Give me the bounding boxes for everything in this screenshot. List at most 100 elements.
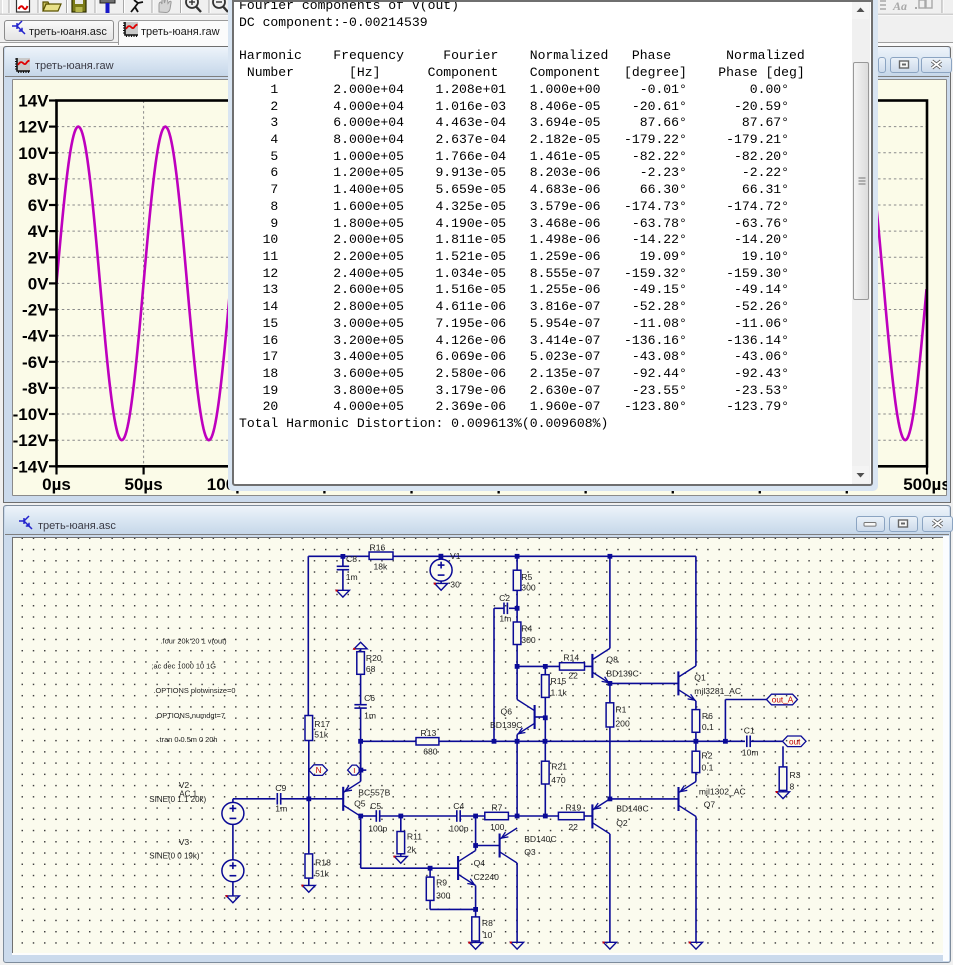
svg-text:200: 200 — [615, 719, 630, 729]
svg-text:-10V: -10V — [12, 405, 49, 424]
svg-text:BD139C: BD139C — [490, 720, 522, 730]
svg-text:-8V: -8V — [22, 378, 49, 397]
svg-text:.OPTIONS plotwinsize=0: .OPTIONS plotwinsize=0 — [153, 686, 235, 695]
svg-text:C6: C6 — [364, 693, 375, 703]
svg-text:8V: 8V — [27, 169, 48, 188]
svg-text:-4V: -4V — [22, 326, 49, 345]
svg-text:out_A: out_A — [771, 696, 793, 705]
svg-text:300: 300 — [521, 635, 536, 645]
svg-text:SINE(0 1.1 20k): SINE(0 1.1 20k) — [149, 795, 206, 804]
svg-text:.four 20k 20 1 v(out): .four 20k 20 1 v(out) — [160, 637, 226, 646]
svg-text:0.1: 0.1 — [701, 722, 713, 732]
svg-text:1.1k: 1.1k — [550, 688, 567, 698]
svg-text:R21: R21 — [551, 762, 567, 772]
svg-text:C5: C5 — [370, 801, 381, 811]
svg-text:2k: 2k — [406, 845, 416, 855]
svg-text:30: 30 — [450, 580, 460, 590]
svg-text:22: 22 — [568, 671, 578, 681]
svg-text:R3: R3 — [789, 770, 800, 780]
svg-text:50µs: 50µs — [124, 475, 162, 494]
svg-text:R6: R6 — [701, 711, 712, 721]
svg-text:8: 8 — [789, 782, 794, 792]
svg-text:R8: R8 — [481, 918, 492, 928]
svg-text:Q2: Q2 — [616, 818, 628, 828]
svg-text:I: I — [353, 766, 355, 775]
svg-text:BD140C: BD140C — [524, 834, 556, 844]
svg-text:51k: 51k — [315, 869, 330, 879]
svg-text:1m: 1m — [364, 711, 376, 721]
svg-text:100p: 100p — [368, 824, 387, 834]
svg-text:R1: R1 — [615, 705, 626, 715]
svg-text:R16: R16 — [369, 543, 385, 553]
svg-text:C2: C2 — [499, 593, 510, 603]
svg-text:R17: R17 — [314, 719, 330, 729]
svg-text:mjl1302_AC: mjl1302_AC — [698, 787, 745, 797]
svg-text:1m: 1m — [345, 572, 357, 582]
svg-text:BD139C: BD139C — [606, 669, 638, 679]
svg-text:1m: 1m — [499, 614, 511, 624]
svg-text:100: 100 — [490, 822, 505, 832]
svg-text:300: 300 — [521, 583, 536, 593]
svg-text:0µs: 0µs — [42, 475, 71, 494]
svg-text:2V: 2V — [27, 248, 48, 267]
svg-text:500µs: 500µs — [903, 475, 947, 494]
svg-text:-14V: -14V — [12, 457, 49, 476]
svg-text:68: 68 — [365, 664, 375, 674]
svg-text:BC557B: BC557B — [358, 788, 390, 798]
svg-text:0.1: 0.1 — [701, 763, 713, 773]
svg-text:18k: 18k — [373, 562, 388, 572]
svg-text:;ac dec 1000 10 1G: ;ac dec 1000 10 1G — [151, 662, 216, 671]
svg-text:680: 680 — [423, 747, 438, 757]
svg-text:51k: 51k — [314, 730, 329, 740]
svg-text:4V: 4V — [27, 222, 48, 241]
svg-text:100p: 100p — [449, 824, 468, 834]
svg-text:C9: C9 — [275, 783, 286, 793]
svg-text:SINE(0 0 19k): SINE(0 0 19k) — [149, 852, 200, 861]
svg-text:V2: V2 — [178, 780, 189, 790]
svg-text:.tran 0 0.5m 0 20h: .tran 0 0.5m 0 20h — [157, 735, 217, 744]
svg-text:-6V: -6V — [22, 352, 49, 371]
svg-text:.OPTIONS numdgt=7: .OPTIONS numdgt=7 — [154, 711, 224, 720]
svg-text:Q5: Q5 — [354, 799, 366, 809]
svg-text:Q7: Q7 — [703, 800, 715, 810]
svg-text:C1: C1 — [743, 726, 754, 736]
svg-text:Q4: Q4 — [473, 858, 485, 868]
svg-text:R13: R13 — [420, 728, 436, 738]
svg-text:Q6: Q6 — [500, 707, 512, 717]
svg-text:R9: R9 — [436, 878, 447, 888]
svg-text:-2V: -2V — [22, 300, 49, 319]
svg-text:R14: R14 — [563, 653, 579, 663]
svg-text:R19: R19 — [565, 803, 581, 813]
svg-text:R4: R4 — [521, 624, 532, 634]
svg-text:N: N — [315, 766, 321, 775]
svg-text:Aa: Aa — [892, 0, 907, 13]
svg-text:1m: 1m — [275, 804, 287, 814]
svg-text:C4: C4 — [453, 801, 464, 811]
svg-text:BD140C: BD140C — [616, 804, 648, 814]
svg-text:10m: 10m — [741, 748, 758, 758]
svg-text:C2240: C2240 — [473, 872, 499, 882]
svg-text:0V: 0V — [27, 274, 48, 293]
svg-text:14V: 14V — [18, 91, 49, 110]
svg-text:R7: R7 — [491, 803, 502, 813]
svg-text:Q3: Q3 — [524, 847, 536, 857]
svg-text:300: 300 — [436, 891, 451, 901]
svg-text:Q1: Q1 — [694, 673, 706, 683]
svg-text:mjl3281_AC: mjl3281_AC — [694, 686, 741, 696]
svg-text:R2: R2 — [701, 751, 712, 761]
svg-text:R11: R11 — [406, 832, 421, 842]
svg-text:10V: 10V — [18, 143, 49, 162]
svg-text:R15: R15 — [550, 676, 566, 686]
svg-text:C8: C8 — [346, 554, 357, 564]
svg-text:R5: R5 — [521, 572, 532, 582]
svg-text:-12V: -12V — [12, 431, 49, 450]
svg-text:6V: 6V — [27, 196, 48, 215]
svg-text:R18: R18 — [315, 858, 331, 868]
svg-text:V3: V3 — [178, 837, 189, 847]
svg-text:Q8: Q8 — [606, 655, 618, 665]
svg-text:10: 10 — [482, 930, 492, 940]
svg-text:V1: V1 — [450, 551, 461, 561]
svg-text:22: 22 — [568, 822, 578, 832]
svg-text:out: out — [789, 737, 801, 746]
svg-text:12V: 12V — [18, 117, 49, 136]
